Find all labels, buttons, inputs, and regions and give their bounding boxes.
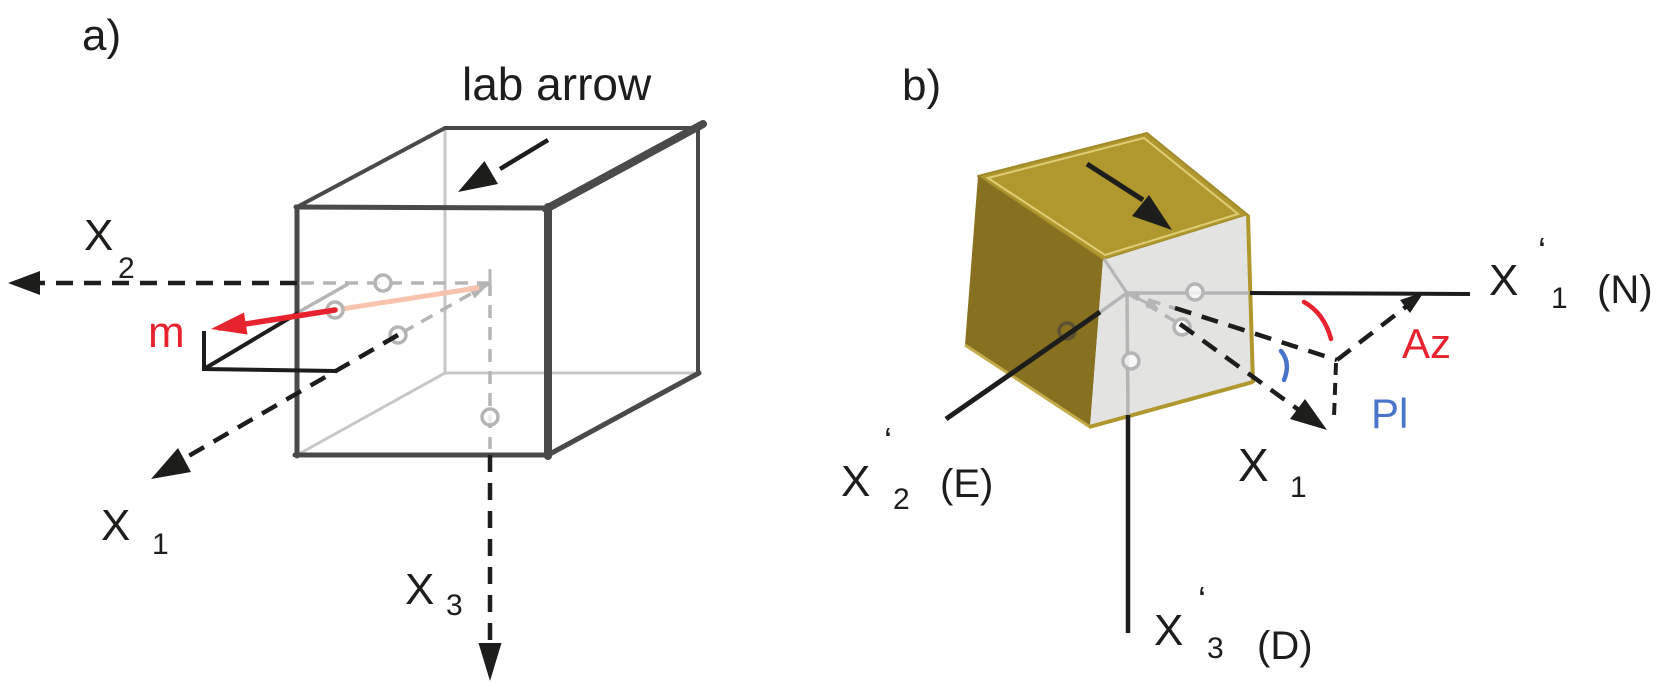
horizontal-projection-line: [1174, 305, 1338, 363]
cube-a-top-front-edge: [293, 204, 552, 211]
projection-hidden-segment: [296, 282, 349, 315]
x3-geo-direction: (D): [1257, 624, 1313, 668]
cube-b-left-face: [965, 176, 1103, 427]
lab-arrow-b-shaft: [1085, 161, 1145, 203]
x3-geo-main: X: [1154, 606, 1183, 655]
cube-a-edges: [292, 120, 707, 460]
ring-x2-icon: [373, 273, 393, 293]
x2-geo-hidden-segment: [1097, 291, 1129, 315]
cube-a-top-left-edge: [295, 126, 447, 209]
projection-hidden-segment-b: [1126, 291, 1178, 311]
bracket-diagonal-line: [202, 311, 300, 371]
x2-label-main: X: [84, 211, 113, 260]
axes-a-interior: [296, 269, 492, 449]
cube-b-left-trim: [964, 343, 1091, 429]
moment-vector-head-icon: [211, 312, 248, 335]
axes-b-visible: [944, 291, 1471, 633]
origin-corner-line: [1102, 258, 1129, 294]
x1-geo-direction: (N): [1597, 268, 1653, 312]
x1-geo-main: X: [1489, 256, 1518, 305]
x2-geo-direction: (E): [940, 462, 993, 506]
x3-label-main: X: [405, 565, 434, 614]
panel-a: a) lab arrow X 2 X 1 X 3 m: [8, 11, 707, 681]
x3-geo-prime: ‘: [1198, 579, 1206, 620]
cube-a-hidden-edges: [296, 128, 698, 457]
cube-a-bottom-right-edge: [545, 370, 702, 458]
lab-arrow-shaft: [498, 138, 550, 171]
x1-label-sub: 1: [152, 528, 169, 561]
projection-to-north-line: [1335, 297, 1418, 362]
x3-geo-axis-label: X ‘ 3 (D): [1154, 579, 1313, 668]
projection-arrowhead-icon: [1400, 292, 1424, 313]
azimuth-arc: [1301, 299, 1334, 342]
cube-b-front-right-trim: [1246, 214, 1255, 384]
x2-label-sub: 2: [118, 252, 135, 285]
azimuth-construction: [1174, 292, 1424, 430]
x1-geo-sub: 1: [1551, 282, 1568, 315]
x2-geo-axis-label: X ‘ 2 (E): [841, 420, 993, 516]
x2-geo-main: X: [841, 457, 870, 506]
cube-a-top-right-edge: [542, 120, 707, 213]
x1-geo-axis-line: [1249, 291, 1471, 296]
x1-sample-arrowhead-icon: [1290, 399, 1327, 430]
x1-sample-axis-label: X 1: [1238, 439, 1307, 504]
cube-a-bottom-left-edge: [296, 371, 446, 457]
moment-vector: [211, 307, 338, 335]
x1-geo-prime: ‘: [1538, 230, 1546, 271]
lab-arrow-label: lab arrow: [462, 58, 652, 110]
ring-x1-geo-icon: [1185, 282, 1205, 302]
x2-geo-prime: ‘: [884, 420, 892, 461]
moment-label: m: [148, 308, 185, 357]
panel-b-label: b): [902, 61, 941, 110]
lab-arrow-b: [1085, 161, 1172, 230]
panel-a-label: a): [82, 11, 121, 60]
plunge-label: Pl: [1371, 390, 1408, 437]
ring-x3-icon: [480, 407, 500, 427]
x1-axis-line: [178, 333, 400, 463]
lab-arrow-b-head-icon: [1132, 195, 1172, 230]
panel-b: b) X ‘ 1 (N) X ‘ 2 (E) X ‘ 3 (D) X 1 Az …: [841, 61, 1653, 668]
x2-arrowhead-icon: [8, 271, 40, 295]
x1-sample-sub: 1: [1290, 471, 1307, 504]
lab-arrow-a: [458, 138, 550, 192]
x2-geo-sub: 2: [893, 483, 910, 516]
cube-b-front-bottom-trim: [1088, 380, 1254, 429]
axes-a-visible: [8, 271, 502, 681]
x2-geo-axis-line: [944, 309, 1102, 422]
x1-axis-label: X 1: [101, 501, 169, 561]
x2-axis-label: X 2: [84, 211, 135, 285]
x1-arrowhead-icon: [151, 448, 191, 479]
bracket-horizontal-line: [201, 367, 337, 373]
x3-axis-label: X 3: [405, 565, 463, 622]
x1-sample-main: X: [1238, 439, 1269, 491]
ring-x3-geo-icon: [1121, 351, 1141, 371]
x3-label-sub: 3: [446, 589, 463, 622]
x1-axis-hidden-segment: [397, 281, 491, 337]
moment-vector-hidden-segment: [332, 285, 480, 313]
azimuth-label: Az: [1402, 320, 1451, 367]
x1-sample-hidden-segment: [1126, 291, 1184, 328]
lab-arrow-head-icon: [458, 161, 498, 192]
cube-b-top-seam: [985, 136, 1241, 257]
x3-arrowhead-icon: [478, 643, 502, 681]
plunge-arc: [1278, 348, 1290, 383]
x3-geo-sub: 3: [1207, 632, 1224, 665]
x1-label-main: X: [101, 501, 130, 550]
vertical-drop-line: [1332, 362, 1338, 418]
moment-projection-bracket: [201, 311, 337, 373]
x1-geo-axis-label: X ‘ 1 (N): [1489, 230, 1653, 315]
